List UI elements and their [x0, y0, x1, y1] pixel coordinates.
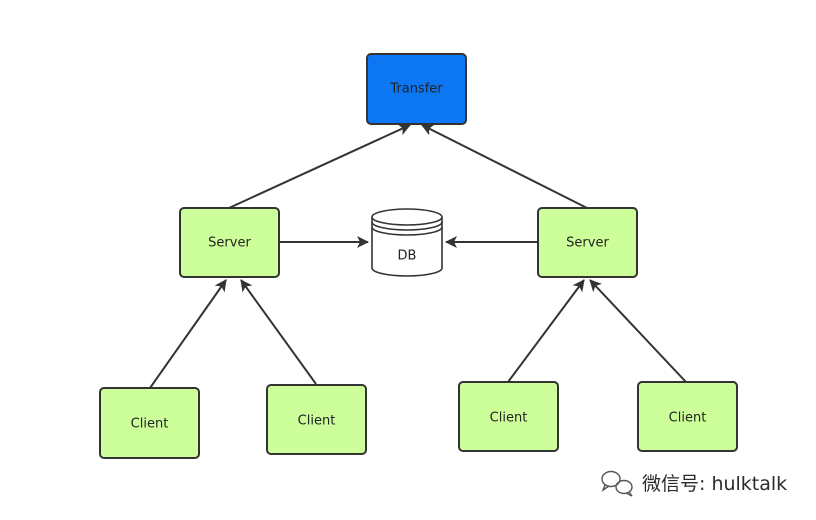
server-left-node[interactable]: Server	[179, 207, 280, 278]
edge-client-2-to-server-left	[240, 279, 317, 385]
client-node-2[interactable]: Client	[266, 384, 367, 455]
db-node[interactable]: DB	[371, 208, 443, 277]
client-node-4[interactable]: Client	[637, 381, 738, 452]
edge-client-4-to-server-right	[589, 279, 687, 383]
client-label-1: Client	[131, 417, 169, 432]
client-label-2: Client	[298, 414, 336, 429]
transfer-label: Transfer	[389, 82, 443, 97]
client-label-3: Client	[490, 411, 528, 426]
wechat-icon	[601, 470, 633, 497]
edge-client-3-to-server-right	[507, 279, 585, 383]
edge-server-right-to-transfer	[421, 124, 588, 209]
watermark: 微信号: hulktalk	[601, 470, 787, 497]
server-right-label: Server	[566, 236, 609, 251]
server-left-label: Server	[208, 236, 251, 251]
edge-server-left-to-transfer	[228, 124, 411, 209]
edge-client-1-to-server-left	[149, 279, 227, 389]
transfer-node[interactable]: Transfer	[366, 53, 467, 125]
server-right-node[interactable]: Server	[537, 207, 638, 278]
edges	[149, 124, 687, 389]
db-label: DB	[398, 249, 417, 264]
client-node-3[interactable]: Client	[458, 381, 559, 452]
client-label-4: Client	[669, 411, 707, 426]
client-node-1[interactable]: Client	[99, 387, 200, 459]
watermark-text: 微信号: hulktalk	[642, 473, 787, 495]
